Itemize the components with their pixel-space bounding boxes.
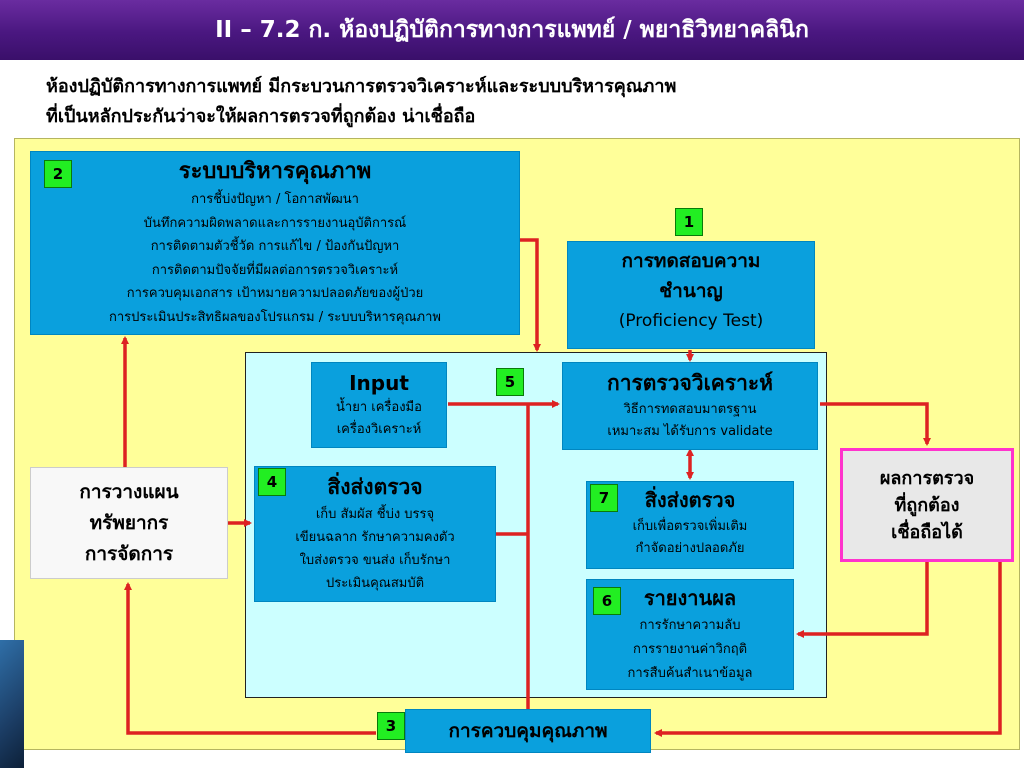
analysis-box: การตรวจวิเคราะห์ วิธีการทดสอบมาตรฐาน เหม… bbox=[562, 362, 818, 450]
input-line: น้ำยา เครื่องมือ bbox=[336, 400, 422, 415]
arrow-result-to-qc bbox=[654, 562, 1002, 737]
arrow-qc-to-planning bbox=[124, 582, 376, 735]
report-line: การสืบค้นสำเนาข้อมูล bbox=[627, 666, 753, 681]
result-line: ผลการตรวจ bbox=[879, 467, 975, 489]
specimen2-box: สิ่งส่งตรวจ เก็บเพื่อตรวจเพิ่มเติม กำจัด… bbox=[586, 481, 794, 569]
specimen2-line: เก็บเพื่อตรวจเพิ่มเติม bbox=[632, 519, 748, 534]
badge-6: 6 bbox=[593, 587, 621, 615]
badge-4: 4 bbox=[258, 468, 286, 496]
badge-2: 2 bbox=[44, 160, 72, 188]
arrow-result-to-report bbox=[796, 562, 929, 638]
result-box: ผลการตรวจ ที่ถูกต้อง เชื่อถือได้ bbox=[840, 448, 1014, 562]
report-line: การรักษาความลับ bbox=[639, 618, 741, 633]
specimen-line: ประเมินคุณสมบัติ bbox=[325, 576, 425, 591]
planning-line: การจัดการ bbox=[84, 542, 174, 565]
arrow-analysis-to-result bbox=[820, 402, 931, 446]
specimen-box: สิ่งส่งตรวจ เก็บ สัมผัส ชี้บ่ง บรรจุ เขี… bbox=[254, 466, 496, 602]
result-line: ที่ถูกต้อง bbox=[894, 494, 960, 516]
intro-line-1: ห้องปฏิบัติการทางการแพทย์ มีกระบวนการตรว… bbox=[46, 76, 677, 97]
qms-line: การควบคุมเอกสาร เป้าหมายความปลอดภัยของผู… bbox=[126, 286, 424, 301]
qc-box: การควบคุมคุณภาพ bbox=[405, 709, 651, 753]
analysis-heading: การตรวจวิเคราะห์ bbox=[606, 371, 773, 395]
specimen-line: เขียนฉลาก รักษาความคงตัว bbox=[295, 530, 455, 545]
report-heading: รายงานผล bbox=[643, 586, 737, 610]
qms-line: บันทึกความผิดพลาดและการรายงานอุบัติการณ์ bbox=[143, 215, 407, 231]
qms-box: ระบบบริหารคุณภาพ การชี้บ่งปัญหา / โอกาสพ… bbox=[30, 151, 520, 335]
qms-line: การติดตามตัวชี้วัด การแก้ไข / ป้องกันปัญ… bbox=[150, 239, 400, 254]
title-bar: II – 7.2 ก. ห้องปฏิบัติการทางการแพทย์ / … bbox=[0, 0, 1024, 60]
badge-1: 1 bbox=[675, 208, 703, 236]
proficiency-line-2: ชำนาญ bbox=[659, 280, 723, 302]
planning-box: การวางแผน ทรัพยากร การจัดการ bbox=[30, 467, 228, 579]
analysis-line: วิธีการทดสอบมาตรฐาน bbox=[623, 402, 757, 417]
qms-line: การชี้บ่งปัญหา / โอกาสพัฒนา bbox=[191, 192, 359, 207]
proficiency-box: การทดสอบความ ชำนาญ (Proficiency Test) bbox=[567, 241, 815, 349]
specimen2-heading: สิ่งส่งตรวจ bbox=[644, 488, 736, 512]
result-line: เชื่อถือได้ bbox=[891, 521, 963, 543]
input-heading: Input bbox=[349, 371, 409, 395]
qms-line: การประเมินประสิทธิผลของโปรแกรม / ระบบบริ… bbox=[109, 309, 441, 325]
intro-text: ห้องปฏิบัติการทางการแพทย์ มีกระบวนการตรว… bbox=[46, 72, 1006, 132]
badge-5: 5 bbox=[496, 368, 524, 396]
qms-line: การติดตามปัจจัยที่มีผลต่อการตรวจวิเคราะห… bbox=[151, 262, 399, 278]
planning-line: การวางแผน bbox=[79, 480, 179, 503]
specimen2-line: กำจัดอย่างปลอดภัย bbox=[635, 541, 745, 556]
badge-3: 3 bbox=[377, 712, 405, 740]
analysis-line: เหมาะสม ได้รับการ validate bbox=[607, 424, 773, 439]
proficiency-line-1: การทดสอบความ bbox=[621, 250, 761, 272]
intro-line-2: ที่เป็นหลักประกันว่าจะให้ผลการตรวจที่ถูก… bbox=[46, 106, 476, 127]
planning-line: ทรัพยากร bbox=[89, 511, 169, 534]
specimen-heading: สิ่งส่งตรวจ bbox=[327, 475, 423, 499]
specimen-line: ใบส่งตรวจ ขนส่ง เก็บรักษา bbox=[299, 553, 451, 568]
input-box: Input น้ำยา เครื่องมือ เครื่องวิเคราะห์ bbox=[311, 362, 447, 448]
page-title: II – 7.2 ก. ห้องปฏิบัติการทางการแพทย์ / … bbox=[215, 17, 809, 43]
input-line: เครื่องวิเคราะห์ bbox=[336, 422, 422, 437]
badge-7: 7 bbox=[590, 484, 618, 512]
corner-decoration bbox=[0, 640, 24, 768]
arrow-qms-to-analysis bbox=[520, 238, 541, 352]
qc-heading: การควบคุมคุณภาพ bbox=[448, 720, 608, 742]
proficiency-line-3: (Proficiency Test) bbox=[618, 311, 764, 331]
qms-heading: ระบบบริหารคุณภาพ bbox=[178, 159, 372, 184]
report-line: การรายงานค่าวิกฤติ bbox=[632, 642, 748, 657]
specimen-line: เก็บ สัมผัส ชี้บ่ง บรรจุ bbox=[315, 507, 435, 522]
